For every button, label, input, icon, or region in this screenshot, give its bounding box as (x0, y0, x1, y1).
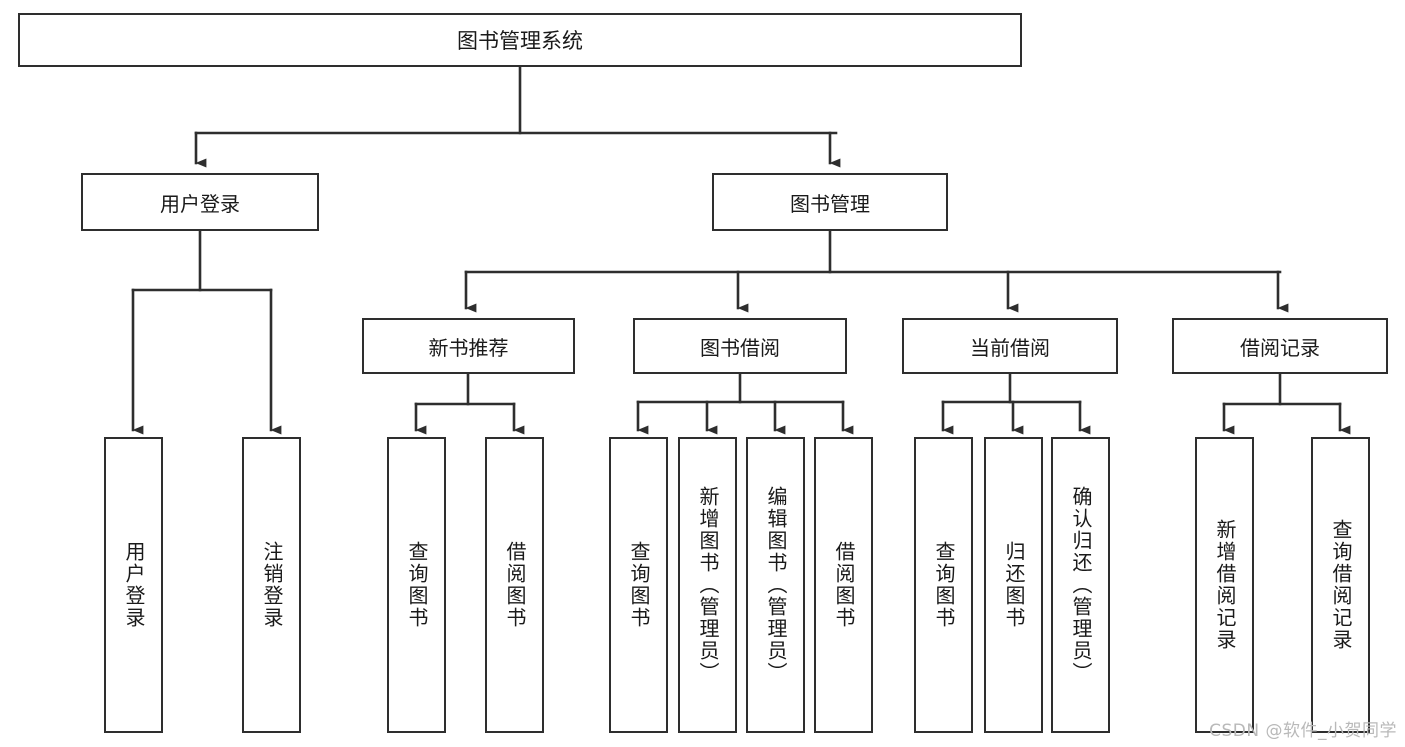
leaf-confirm-return-inner: 确认归还（管理员） (1053, 439, 1108, 731)
leaf-query-books-2[interactable]: 查询图书 (609, 437, 668, 733)
leaf-confirm-return[interactable]: 确认归还（管理员） (1051, 437, 1110, 733)
leaf-borrow-books-1-inner: 借阅图书 (487, 439, 542, 731)
leaf-add-record[interactable]: 新增借阅记录 (1195, 437, 1254, 733)
leaf-query-books-3[interactable]: 查询图书 (914, 437, 973, 733)
leaf-user-login-inner: 用户登录 (106, 439, 161, 731)
node-borrow-record-label: 借阅记录 (1240, 335, 1320, 360)
leaf-return-book-label: 归还图书 (1002, 541, 1026, 629)
leaf-user-login[interactable]: 用户登录 (104, 437, 163, 733)
leaf-query-record[interactable]: 查询借阅记录 (1311, 437, 1370, 733)
leaf-edit-book-label: 编辑图书（管理员） (764, 486, 788, 684)
leaf-add-book-label: 新增图书（管理员） (696, 486, 720, 684)
node-book-borrow[interactable]: 图书借阅 (633, 318, 847, 374)
leaf-query-books-2-label: 查询图书 (627, 541, 651, 629)
leaf-query-books-2-inner: 查询图书 (611, 439, 666, 731)
node-borrow-record[interactable]: 借阅记录 (1172, 318, 1388, 374)
leaf-query-books-1-label: 查询图书 (405, 541, 429, 629)
node-new-book-recommend[interactable]: 新书推荐 (362, 318, 575, 374)
node-book-management-label: 图书管理 (790, 191, 870, 216)
node-root[interactable]: 图书管理系统 (18, 13, 1022, 67)
node-book-borrow-label: 图书借阅 (700, 335, 780, 360)
leaf-query-books-3-inner: 查询图书 (916, 439, 971, 731)
leaf-borrow-books-2[interactable]: 借阅图书 (814, 437, 873, 733)
leaf-confirm-return-label: 确认归还（管理员） (1069, 486, 1093, 684)
leaf-query-record-inner: 查询借阅记录 (1313, 439, 1368, 731)
leaf-query-books-1-inner: 查询图书 (389, 439, 444, 731)
leaf-logout-label: 注销登录 (260, 541, 284, 629)
leaf-borrow-books-1-label: 借阅图书 (503, 541, 527, 629)
leaf-edit-book[interactable]: 编辑图书（管理员） (746, 437, 805, 733)
leaf-add-record-inner: 新增借阅记录 (1197, 439, 1252, 731)
csdn-watermark: CSDN @软件_小贺同学 (1209, 721, 1397, 741)
node-current-borrow-label: 当前借阅 (970, 335, 1050, 360)
leaf-return-book[interactable]: 归还图书 (984, 437, 1043, 733)
leaf-borrow-books-1[interactable]: 借阅图书 (485, 437, 544, 733)
leaf-edit-book-inner: 编辑图书（管理员） (748, 439, 803, 731)
leaf-logout-inner: 注销登录 (244, 439, 299, 731)
leaf-add-book-inner: 新增图书（管理员） (680, 439, 735, 731)
node-new-book-recommend-label: 新书推荐 (428, 335, 509, 360)
node-book-management[interactable]: 图书管理 (712, 173, 948, 231)
leaf-return-book-inner: 归还图书 (986, 439, 1041, 731)
leaf-borrow-books-2-label: 借阅图书 (832, 541, 856, 629)
node-user-login[interactable]: 用户登录 (81, 173, 319, 231)
leaf-user-login-label: 用户登录 (122, 541, 146, 629)
leaf-query-books-1[interactable]: 查询图书 (387, 437, 446, 733)
node-root-label: 图书管理系统 (457, 29, 583, 53)
node-user-login-label: 用户登录 (160, 191, 240, 216)
leaf-add-book[interactable]: 新增图书（管理员） (678, 437, 737, 733)
leaf-add-record-label: 新增借阅记录 (1213, 519, 1237, 651)
node-current-borrow[interactable]: 当前借阅 (902, 318, 1118, 374)
leaf-query-record-label: 查询借阅记录 (1329, 519, 1353, 651)
leaf-borrow-books-2-inner: 借阅图书 (816, 439, 871, 731)
leaf-logout[interactable]: 注销登录 (242, 437, 301, 733)
leaf-query-books-3-label: 查询图书 (932, 541, 956, 629)
